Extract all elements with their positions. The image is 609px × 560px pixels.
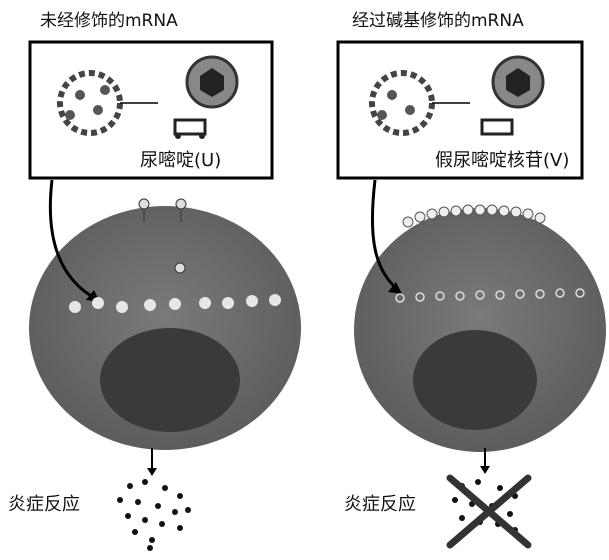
left-nucleoside-label: 尿嘧啶(U)	[140, 150, 222, 171]
left-mrna-structure-icon	[57, 70, 158, 136]
left-mrna-dots	[69, 294, 281, 313]
left-uridine-icon	[173, 55, 239, 139]
right-arrow	[370, 179, 399, 292]
right-inset-box	[336, 40, 584, 180]
left-title: 未经修饰的mRNA	[40, 11, 178, 31]
cross-mark-icon	[446, 474, 532, 549]
right-nucleoside-label: 假尿嘧啶核苷(V)	[435, 150, 570, 171]
right-response-label: 炎症反应	[344, 494, 416, 515]
right-nucleus	[413, 330, 537, 430]
right-title: 经过碱基修饰的mRNA	[352, 11, 524, 31]
left-response-label: 炎症反应	[8, 494, 80, 515]
left-cytokine-dots	[117, 479, 191, 551]
left-arrow	[48, 179, 99, 302]
right-receptors	[402, 204, 546, 228]
right-mrna-dots	[395, 288, 585, 303]
right-mrna-structure-icon	[369, 70, 470, 136]
left-nucleus	[100, 328, 240, 432]
right-pseudouridine-icon	[480, 55, 545, 136]
left-receptors	[138, 198, 187, 274]
